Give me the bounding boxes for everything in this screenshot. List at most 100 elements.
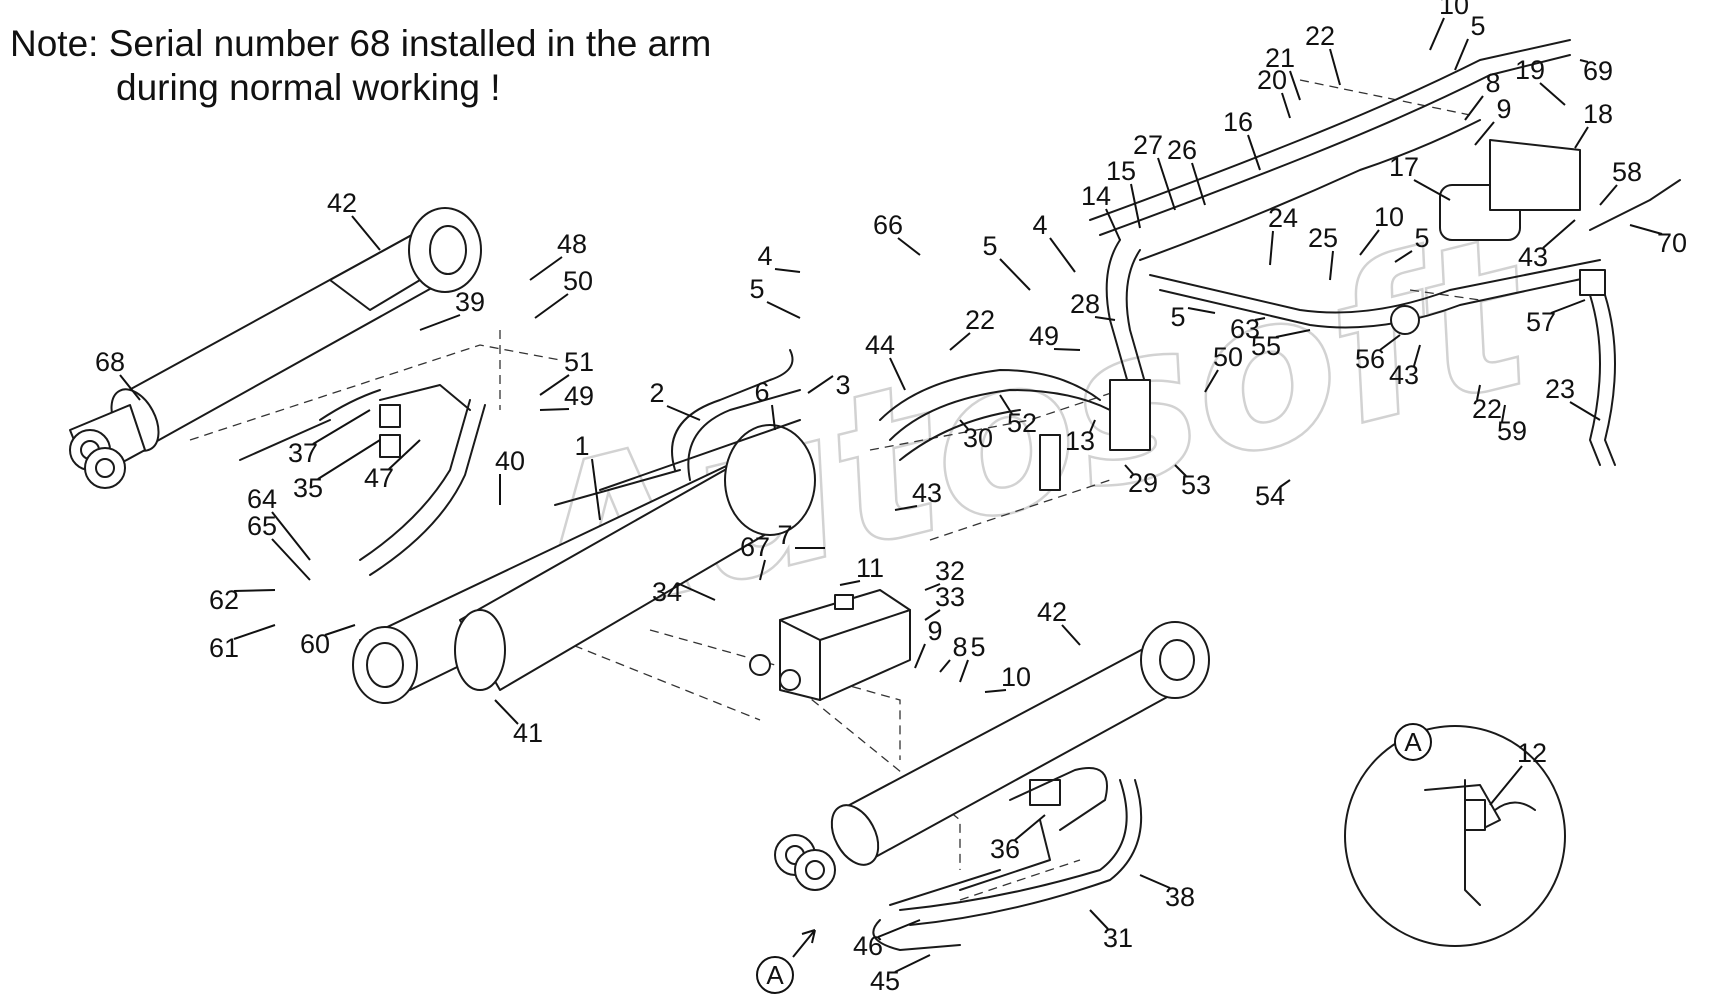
callout-leader <box>774 268 801 273</box>
callout-leader <box>924 609 941 621</box>
callout-37: 37 <box>288 409 371 468</box>
callout-leader <box>1247 134 1261 171</box>
note-line-1: Note: Serial number 68 installed in the … <box>10 23 712 64</box>
callout-label: 69 <box>1583 56 1613 86</box>
callout-35: 35 <box>293 439 381 503</box>
callout-label: 3 <box>835 370 850 400</box>
callout-leader <box>1599 184 1618 206</box>
callout-leader <box>1187 307 1216 314</box>
callout-61: 61 <box>209 624 276 663</box>
callout-label: 15 <box>1106 156 1136 186</box>
callout-53: 53 <box>1174 464 1211 500</box>
callout-12: 12 <box>1489 738 1547 806</box>
callout-34: 34 <box>652 577 716 607</box>
callout-label: 57 <box>1526 307 1556 337</box>
callout-label: 23 <box>1545 374 1575 404</box>
callout-19: 19 <box>1515 55 1566 106</box>
callout-leader <box>351 215 381 251</box>
callout-leader <box>999 394 1013 415</box>
callout-leader <box>877 919 921 938</box>
callout-label: 49 <box>564 381 594 411</box>
callout-label: 1 <box>574 431 589 461</box>
callout-9: 9 <box>914 616 943 669</box>
callout-leader <box>924 583 941 591</box>
callout-label: 60 <box>300 629 330 659</box>
callout-label: 43 <box>1389 360 1419 390</box>
callout-leader <box>1254 317 1266 321</box>
callout-label: 18 <box>1583 99 1613 129</box>
callout-label: 5 <box>1470 11 1485 41</box>
callout-leader <box>419 314 461 331</box>
callout-13: 13 <box>1065 419 1096 456</box>
callout-label: 20 <box>1257 65 1287 95</box>
callout-label: 33 <box>935 582 965 612</box>
callout-leader <box>529 256 563 281</box>
callout-label: 62 <box>209 585 239 615</box>
callout-leader <box>1429 17 1445 51</box>
callout-11: 11 <box>839 553 884 586</box>
callout-leader <box>1579 59 1589 63</box>
callout-leader <box>317 439 381 480</box>
callout-label: 36 <box>990 834 1020 864</box>
callout-label: 54 <box>1255 481 1285 511</box>
callout-42: 42 <box>1037 597 1081 646</box>
callout-leader <box>1539 82 1566 106</box>
callout-leader <box>766 301 801 319</box>
callout-leader <box>1550 299 1586 314</box>
callout-57: 57 <box>1526 299 1586 337</box>
callout-label: 28 <box>1070 289 1100 319</box>
callout-leader <box>914 643 926 669</box>
callout-24: 24 <box>1268 203 1298 266</box>
callout-leader <box>1489 765 1523 806</box>
callout-label: 67 <box>740 532 770 562</box>
callout-21: 21 <box>1265 43 1301 101</box>
callout-62: 62 <box>209 585 276 615</box>
callout-label: 68 <box>95 347 125 377</box>
callout-leader <box>1476 384 1481 401</box>
hose-assembly-lower <box>872 767 1143 951</box>
callout-label: 64 <box>247 484 277 514</box>
callout-leader <box>949 332 971 351</box>
callout-1: 1 <box>574 431 601 521</box>
callout-44: 44 <box>865 330 906 391</box>
callout-leader <box>1329 48 1341 86</box>
callout-32: 32 <box>924 556 965 591</box>
callout-5: 5 <box>749 274 801 319</box>
callout-leader <box>894 505 918 511</box>
callout-leader <box>119 374 141 401</box>
callout-leader <box>1275 329 1311 338</box>
callout-label: 58 <box>1612 157 1642 187</box>
callout-label: 14 <box>1081 181 1111 211</box>
callout-leader <box>759 559 766 581</box>
callout-leader <box>1089 909 1109 930</box>
callout-leader <box>959 659 969 683</box>
callout-label: 5 <box>1414 223 1429 253</box>
callout-leader <box>1174 464 1187 477</box>
callout-leader <box>233 589 276 592</box>
callout-leader <box>666 405 701 421</box>
callout-leader <box>1379 334 1401 351</box>
callout-leader <box>1049 237 1076 273</box>
callout-leader <box>1464 95 1484 121</box>
callout-label: 59 <box>1497 416 1527 446</box>
callout-label: 22 <box>965 305 995 335</box>
callout-label: 61 <box>209 633 239 663</box>
svg-text:A: A <box>1404 727 1422 757</box>
callout-label: 5 <box>749 274 764 304</box>
callout-leader <box>999 258 1031 291</box>
callout-label: 27 <box>1133 130 1163 160</box>
callout-label: 66 <box>873 210 903 240</box>
callout-leader <box>839 580 861 586</box>
callout-47: 47 <box>364 439 421 493</box>
callout-label: 29 <box>1128 468 1158 498</box>
callout-label: 45 <box>870 966 900 996</box>
callout-leader <box>312 409 371 445</box>
callout-25: 25 <box>1308 223 1338 281</box>
callout-label: 53 <box>1181 470 1211 500</box>
callout-51: 51 <box>539 347 594 396</box>
view-marker-a: A <box>756 956 794 994</box>
callout-42: 42 <box>327 188 381 251</box>
